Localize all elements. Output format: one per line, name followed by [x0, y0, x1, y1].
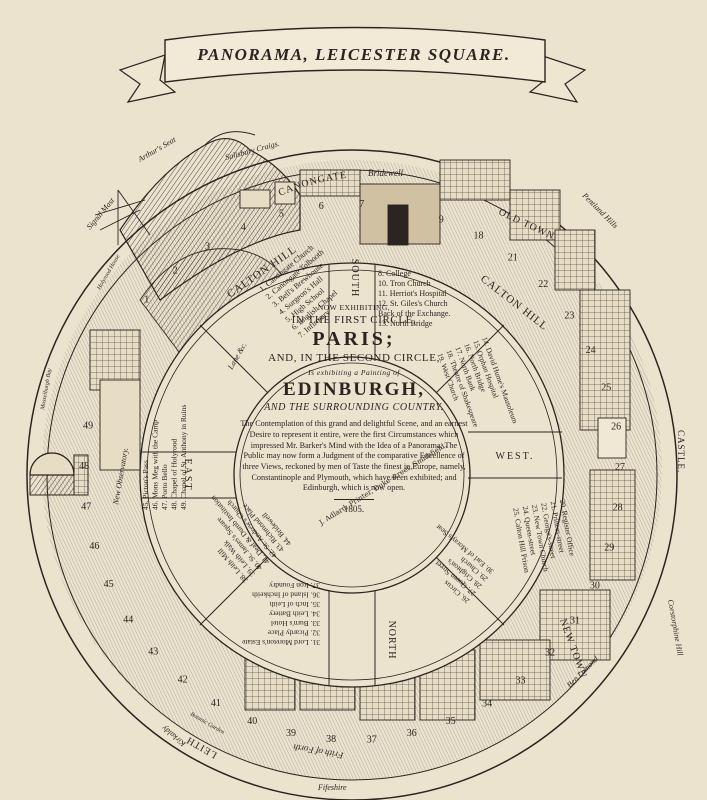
ring-number: 23 — [564, 310, 574, 321]
second-circle: AND, IN THE SECOND CIRCLE, — [268, 352, 440, 365]
ring-number: 9 — [439, 214, 444, 225]
observatory-dome — [29, 452, 89, 496]
label-corstorphine-hill: Corstorphine Hill — [666, 599, 685, 658]
compass-east: EAST — [182, 459, 193, 492]
now-exhibiting: NOW EXHIBITING, — [317, 303, 391, 312]
ring-number: 25 — [601, 382, 611, 393]
ring-number: 39 — [286, 728, 296, 739]
ring-number: 24 — [586, 345, 596, 356]
panel-list-item: 11. Herriot's Hospital — [378, 289, 447, 298]
ring-number: 34 — [482, 699, 492, 710]
exhibiting-line: Is exhibiting a Painting of — [308, 367, 400, 377]
ring-number: 28 — [613, 503, 623, 514]
ring-number: 18 — [474, 231, 484, 242]
panel-list-item: 13. North Bridge — [378, 319, 433, 328]
ring-number: 47 — [81, 501, 91, 512]
ring-number: 44 — [123, 615, 133, 626]
year: 1805. — [343, 503, 365, 514]
panel-list-item: 45. Picton's Pass — [141, 460, 150, 510]
panel-list-item: 37. Iron Foundry — [269, 581, 320, 590]
label-signal-mast: Signal Mast — [85, 195, 117, 231]
ring-number: 2 — [173, 266, 178, 277]
ring-number: 27 — [615, 462, 625, 473]
ring-number: 45 — [104, 579, 114, 590]
ring-number: 8 — [400, 204, 405, 215]
signal-mast-icon — [94, 189, 151, 245]
panel-list-item: 8. College — [378, 269, 411, 278]
ring-number: 42 — [178, 675, 188, 686]
center-text: NOW EXHIBITING, IN THE FIRST CIRCLE, PAR… — [240, 300, 468, 572]
ring-number: 46 — [89, 541, 99, 552]
panel-list-item: 46. Mons Meg with the Camp — [151, 420, 160, 510]
ring-number: 35 — [446, 716, 456, 727]
panel-list-item: 47. Porto Bello — [160, 464, 169, 510]
panel-dividers — [142, 265, 562, 685]
ring-number: 22 — [538, 279, 548, 290]
label-pentland-hills: Pentland Hills — [580, 190, 620, 230]
label-arthurs-seat: Arthur's Seat — [136, 135, 178, 165]
ring-number: 48 — [79, 461, 89, 472]
ring-number: 38 — [326, 734, 336, 745]
ring-number: 40 — [247, 716, 257, 727]
panel-list-item: 35. Inch of Leith — [269, 600, 320, 609]
ring-number: 31 — [570, 616, 580, 627]
ring-number: 43 — [148, 647, 158, 658]
panel-list-item: 48. Chapel of Holyrood — [170, 439, 179, 510]
ring-number: 3 — [205, 241, 210, 252]
label-bridewell: Bridewell — [368, 168, 403, 178]
ring-number: 37 — [367, 734, 377, 745]
ring-number: 41 — [211, 698, 221, 709]
panel-list-item: 31. Lord Moreton's Estate — [241, 638, 320, 647]
banner-title: PANORAMA, LEICESTER SQUARE. — [196, 45, 510, 64]
panel-list-item: 49. Chapel of St. Anthony in Ruins — [179, 404, 188, 510]
panel-list-item: 10. Tron Church — [378, 279, 431, 288]
panel-list-item: 34. Leith Battery — [269, 610, 320, 619]
panel-list-item: 33. Burn's Hotel — [271, 619, 320, 628]
label-castle: CASTLE. — [676, 430, 686, 473]
panel-list-item: Back of the Exchange. — [378, 309, 450, 318]
paris-heading: PARIS; — [312, 328, 396, 351]
ring-number: 33 — [516, 675, 526, 686]
ring-number: 30 — [590, 580, 600, 591]
ring-number: 21 — [508, 253, 518, 264]
panel-list-item: 32. Picardy Place — [267, 629, 320, 638]
ring-number: 26 — [611, 422, 621, 433]
divider-rule — [334, 498, 374, 500]
center-circle — [233, 356, 471, 594]
ring-number: 5 — [279, 209, 284, 220]
label-fifeshire: Fifeshire — [317, 783, 347, 792]
title-banner: PANORAMA, LEICESTER SQUARE. — [118, 26, 587, 103]
compass-south: SOUTH — [349, 259, 360, 297]
ring-number: 6 — [319, 201, 324, 212]
ring-number: 29 — [604, 542, 614, 553]
ring-number: 1 — [144, 295, 149, 306]
compass-west: WEST. — [496, 451, 535, 462]
panel-list-item: 12. St. Giles's Church — [378, 299, 448, 308]
panel-list-item: 36. Island of Inchkeith — [252, 591, 320, 600]
outer-ring — [26, 149, 678, 800]
ring-number: 36 — [407, 728, 417, 739]
first-circle: IN THE FIRST CIRCLE, — [291, 313, 417, 326]
edinburgh-heading: EDINBURGH, — [283, 378, 425, 400]
ring-number: 7 — [359, 199, 364, 210]
center-body: The Contemplation of this grand and deli… — [240, 419, 468, 493]
surrounding-country: AND THE SURROUNDING COUNTRY. — [264, 401, 444, 413]
ring-number: 4 — [241, 222, 246, 233]
ring-number: 49 — [83, 421, 93, 432]
compass-north: NORTH — [386, 621, 397, 660]
ring-number: 32 — [545, 648, 555, 659]
